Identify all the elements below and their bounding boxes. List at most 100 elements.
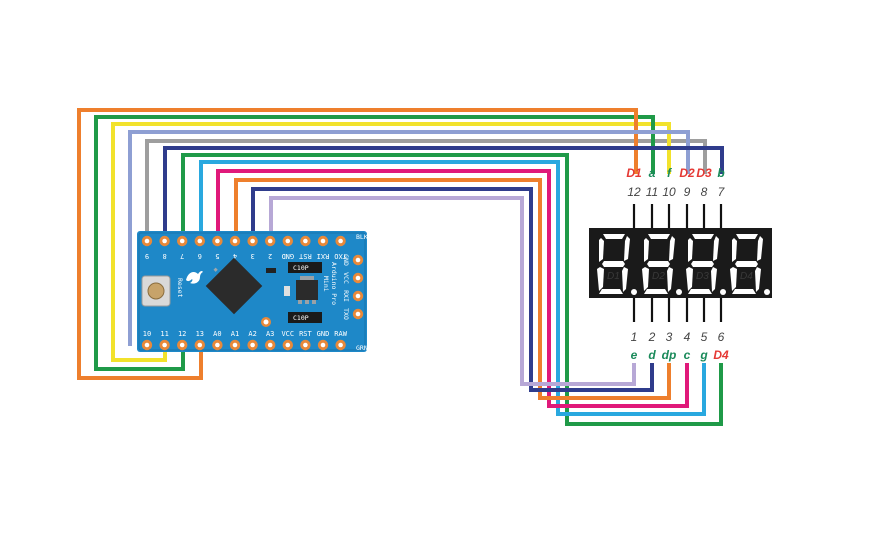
- bottom-pin-pad: [247, 339, 258, 351]
- digit: D3: [686, 234, 726, 295]
- top-pin-pad: [282, 235, 293, 247]
- top-pin-label: 7: [180, 252, 184, 260]
- top-pin-label: 6: [198, 252, 202, 260]
- display-bottom-pin-number: 5: [701, 330, 708, 344]
- bottom-pin-pad: [141, 339, 153, 351]
- display-top-signal: b: [717, 166, 724, 180]
- display-bottom-pin-number: 6: [718, 330, 725, 344]
- display-top-pin-number: 8: [701, 185, 708, 199]
- bottom-pin-pad: [212, 339, 223, 351]
- board-name-line-1: Arduino Pro: [330, 262, 338, 305]
- wire-5-to-c: [216, 169, 689, 408]
- display-bottom-signal: D4: [713, 348, 729, 362]
- wire-9-to-d1: [77, 108, 638, 380]
- capacitor-top: C10P: [288, 262, 322, 273]
- smd-resistor: [266, 268, 276, 273]
- top-pin-label: RST: [298, 252, 311, 260]
- right-pin-pad: [352, 308, 364, 320]
- bottom-header-pins: [141, 339, 346, 351]
- wire-13-to-d4: [181, 153, 723, 426]
- display-bottom-pin-number: 2: [648, 330, 656, 344]
- right-header-pins: [352, 254, 364, 320]
- top-pin-label: 4: [233, 252, 237, 260]
- board-name-line-2: Mini: [322, 276, 330, 292]
- top-header-pins: [141, 235, 346, 247]
- display-bottom-signal: dp: [662, 348, 677, 362]
- top-pin-label: 3: [250, 252, 254, 260]
- bottom-pin-pad: [229, 339, 241, 351]
- bottom-pin-label: VCC: [281, 330, 294, 338]
- wire-8-to-d2: [128, 130, 690, 346]
- decimal-point: [764, 289, 770, 295]
- right-pin-label: TXO: [342, 308, 350, 320]
- wire-6-to-g: [199, 160, 706, 416]
- bottom-pin-label: RST: [299, 330, 312, 338]
- bottom-pin-label: A1: [231, 330, 239, 338]
- reset-button[interactable]: [141, 275, 171, 307]
- display-top-pin-number: 10: [662, 185, 676, 199]
- bottom-pin-pad: [335, 339, 346, 351]
- top-pin-label: 2: [268, 252, 272, 260]
- bottom-pin-pad: [282, 339, 293, 351]
- capacitor-bottom: C10P: [288, 312, 322, 323]
- bottom-pin-label: A0: [213, 330, 221, 338]
- capacitor-top-label: C10P: [293, 264, 309, 272]
- display-top-signal: f: [667, 166, 672, 180]
- top-pin-pad: [177, 235, 188, 247]
- digit-label: D3: [696, 271, 709, 282]
- display-bottom-signal: e: [631, 348, 638, 362]
- wire-4-to-dp: [234, 178, 671, 400]
- bottom-pin-pad: [194, 339, 205, 351]
- sparkfun-logo: [186, 270, 203, 284]
- top-right-mark: BLK: [356, 233, 368, 241]
- voltage-regulator: [296, 276, 318, 304]
- display-bottom-pin-number: 1: [631, 330, 638, 344]
- wire-7-to-b: [163, 146, 724, 242]
- smd-led: [284, 286, 290, 296]
- bottom-pin-label: A3: [266, 330, 274, 338]
- display-top-signal: D2: [679, 166, 695, 180]
- top-pin-pad: [317, 235, 329, 247]
- bottom-right-mark: GRN: [356, 344, 368, 352]
- bottom-pin-pad: [177, 339, 188, 351]
- display-bottom-signal: g: [699, 348, 708, 362]
- reset-label: Reset: [176, 278, 184, 298]
- decimal-point: [676, 289, 682, 295]
- top-pin-pad: [335, 235, 346, 247]
- top-pin-pad: [247, 235, 258, 247]
- wires: [77, 108, 724, 426]
- digit: D2: [642, 234, 682, 295]
- right-pin-pad: [352, 290, 364, 302]
- display-legs: [632, 204, 723, 322]
- digit-label: D1: [607, 271, 620, 282]
- display-bottom-pin-number: 4: [684, 330, 691, 344]
- right-pin-pad: [352, 254, 364, 266]
- bottom-pin-pad: [300, 339, 311, 351]
- right-pin-label: GND: [342, 254, 350, 266]
- display-top-pin-number: 7: [718, 185, 726, 199]
- top-pin-pad: [229, 235, 241, 247]
- display-top-signal: D3: [696, 166, 712, 180]
- digit-label: D4: [740, 271, 753, 282]
- bottom-pin-label: 12: [178, 330, 186, 338]
- display-top-pin-number: 9: [684, 185, 691, 199]
- display-bottom-signal: d: [648, 348, 656, 362]
- right-pin-pad: [352, 272, 364, 284]
- right-pin-labels: GND VCC RXI TXO: [342, 254, 350, 320]
- right-pin-label: VCC: [342, 272, 350, 284]
- digit: D4: [730, 234, 770, 295]
- display-bottom-pin-number: 3: [666, 330, 673, 344]
- right-pin-label: RXI: [342, 290, 350, 302]
- bottom-pin-pad: [265, 339, 276, 351]
- top-pin-pad: [265, 235, 276, 247]
- wire-2-to-e: [269, 196, 636, 386]
- display-top-signal: D1: [626, 166, 642, 180]
- bottom-pin-label: GND: [317, 330, 330, 338]
- wire-12-to-a: [94, 115, 655, 371]
